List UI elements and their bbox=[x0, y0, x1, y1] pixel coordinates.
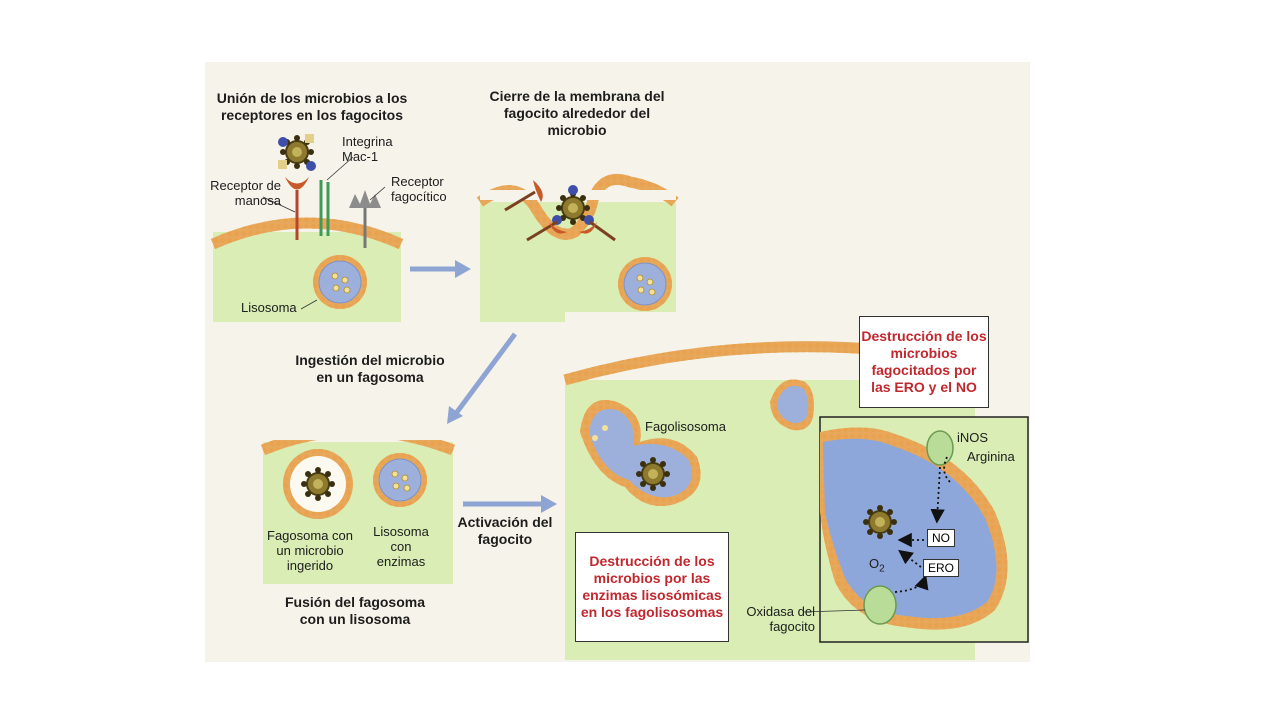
ros-no-killing-callout: Destrucción de los microbios fagocitados… bbox=[859, 316, 989, 408]
panel-closure-cell bbox=[476, 173, 679, 322]
phagocytic-receptor-label: Receptor fagocítico bbox=[391, 174, 447, 204]
no-tag: NO bbox=[927, 529, 955, 547]
binding-title: Unión de los microbios a los receptores … bbox=[216, 90, 408, 123]
panel-fusion-cell bbox=[260, 424, 455, 584]
ingestion-title: Ingestión del microbio en un fagosoma bbox=[295, 352, 445, 385]
activation-label: Activación del fagocito bbox=[457, 514, 553, 547]
diagram-art bbox=[210, 134, 1029, 660]
fusion-lysosome-label: Lisosoma con enzimas bbox=[373, 524, 429, 569]
inset-ros-no bbox=[802, 416, 1029, 643]
phagolysosome-label: Fagolisosoma bbox=[645, 419, 726, 434]
phagosome-label: Fagosoma con un microbio ingerido bbox=[267, 528, 353, 573]
oxidase-label: Oxidasa del fagocito bbox=[746, 604, 815, 634]
lysosome-label: Lisosoma bbox=[241, 300, 297, 315]
mannose-receptor-label: Receptor de manosa bbox=[210, 178, 281, 208]
phagocytosis-figure: Unión de los microbios a los receptores … bbox=[205, 62, 1030, 662]
fusion-title: Fusión del fagosoma con un lisosoma bbox=[284, 594, 425, 627]
arrow-closure-to-ingestion bbox=[447, 332, 518, 424]
o2-letter: O bbox=[869, 556, 880, 571]
panel-binding-cell bbox=[210, 134, 404, 322]
o2-subscript: 2 bbox=[879, 563, 885, 575]
arrow-bind-to-closure bbox=[410, 260, 471, 278]
inos-label: iNOS bbox=[957, 430, 989, 445]
arginine-label: Arginina bbox=[967, 449, 1015, 464]
integrin-label: Integrina Mac-1 bbox=[342, 134, 393, 164]
arrow-activation bbox=[463, 495, 557, 513]
ros-tag: ERO bbox=[923, 559, 960, 577]
o2-label: O2 bbox=[869, 556, 885, 577]
closure-title: Cierre de la membrana del fagocito alred… bbox=[489, 88, 665, 138]
enzyme-killing-callout: Destrucción de los microbios por las enz… bbox=[575, 532, 729, 642]
